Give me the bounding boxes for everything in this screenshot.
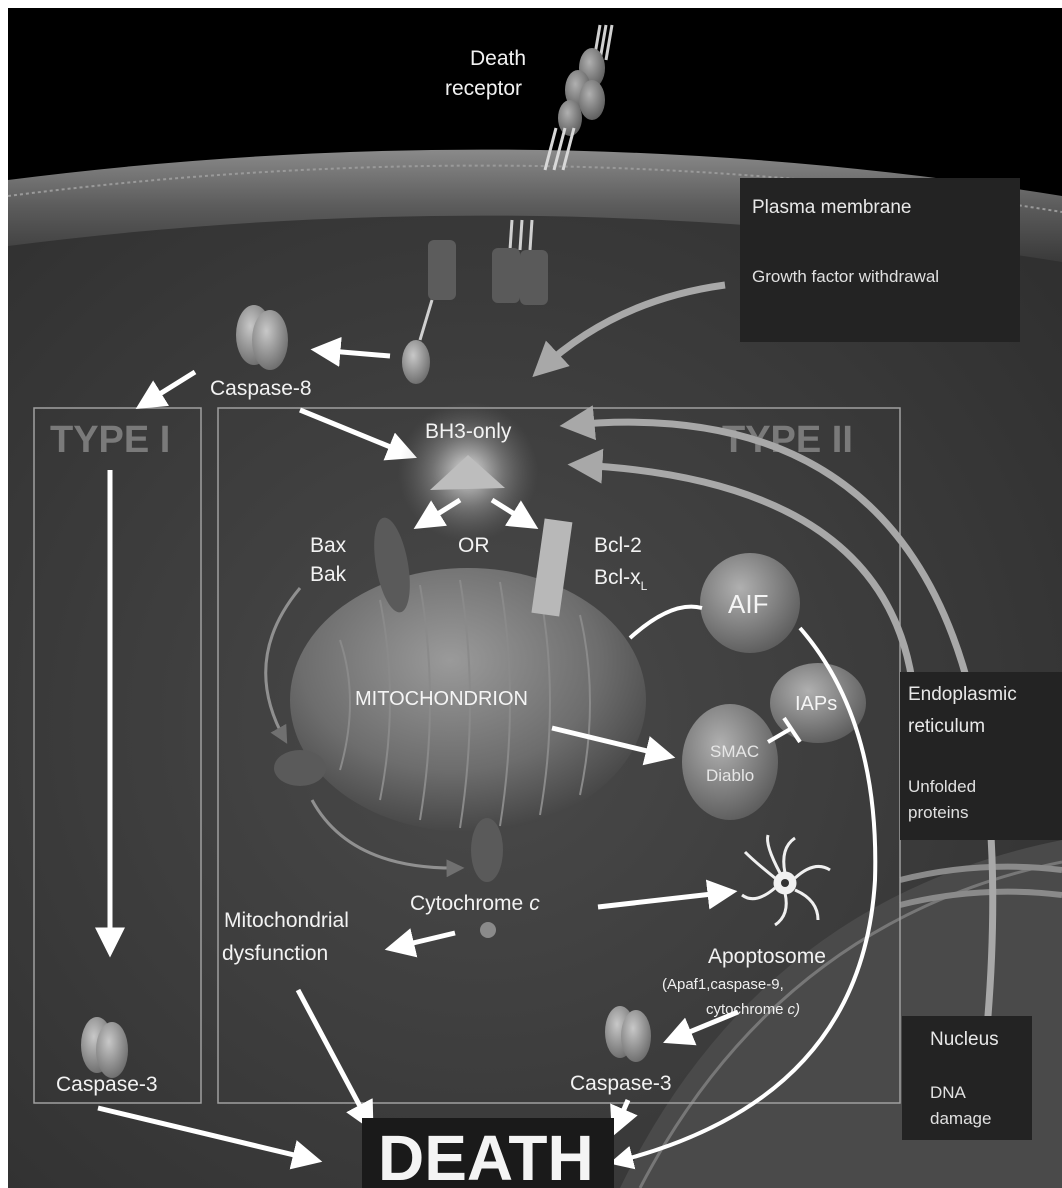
nucleus-label: Nucleus: [930, 1029, 999, 1050]
er-label-1: Endoplasmic: [908, 684, 1017, 705]
type-1-title: TYPE I: [50, 419, 170, 461]
smac-protein: [682, 704, 778, 820]
death-receptor-label-2: receptor: [445, 77, 522, 100]
unfolded-label-1: Unfolded: [908, 777, 976, 796]
caspase-8-label: Caspase-8: [210, 377, 312, 400]
or-label: OR: [458, 534, 490, 557]
pore-protein-bottom: [471, 818, 503, 882]
unfolded-label-2: proteins: [908, 803, 968, 822]
caspase-3-right-protein: [605, 1006, 651, 1062]
bak-label: Bak: [310, 563, 347, 586]
death-label: DEATH: [378, 1122, 594, 1188]
er-label-2: reticulum: [908, 716, 985, 737]
iaps-label: IAPs: [795, 693, 837, 715]
smac-label-1: SMAC: [710, 742, 759, 761]
growth-factor-label: Growth factor withdrawal: [752, 267, 939, 286]
dna-damage-label-1: DNA: [930, 1083, 967, 1102]
mito-dysfunction-label-2: dysfunction: [222, 942, 328, 965]
caspase-3-left-label: Caspase-3: [56, 1073, 158, 1096]
plasma-membrane-label: Plasma membrane: [752, 197, 911, 218]
bh3-only-label: BH3-only: [425, 420, 512, 443]
apoptosome-label: Apoptosome: [708, 945, 826, 968]
cytochrome-c-dot: [480, 922, 496, 938]
caspase-3-right-label: Caspase-3: [570, 1072, 672, 1095]
apoptosome-sub-1: (Apaf1,caspase-9,: [662, 976, 784, 993]
mito-dysfunction-label-1: Mitochondrial: [224, 909, 349, 932]
bax-label: Bax: [310, 534, 347, 557]
smac-label-2: Diablo: [706, 766, 754, 785]
death-receptor-label-1: Death: [470, 47, 526, 70]
bclxl-label: Bcl-xL: [594, 566, 648, 593]
aif-label: AIF: [728, 589, 768, 619]
mitochondrion-label: MITOCHONDRION: [355, 688, 528, 710]
dna-damage-label-2: damage: [930, 1109, 991, 1128]
pore-protein-left: [274, 750, 326, 786]
bcl2-label: Bcl-2: [594, 534, 642, 557]
